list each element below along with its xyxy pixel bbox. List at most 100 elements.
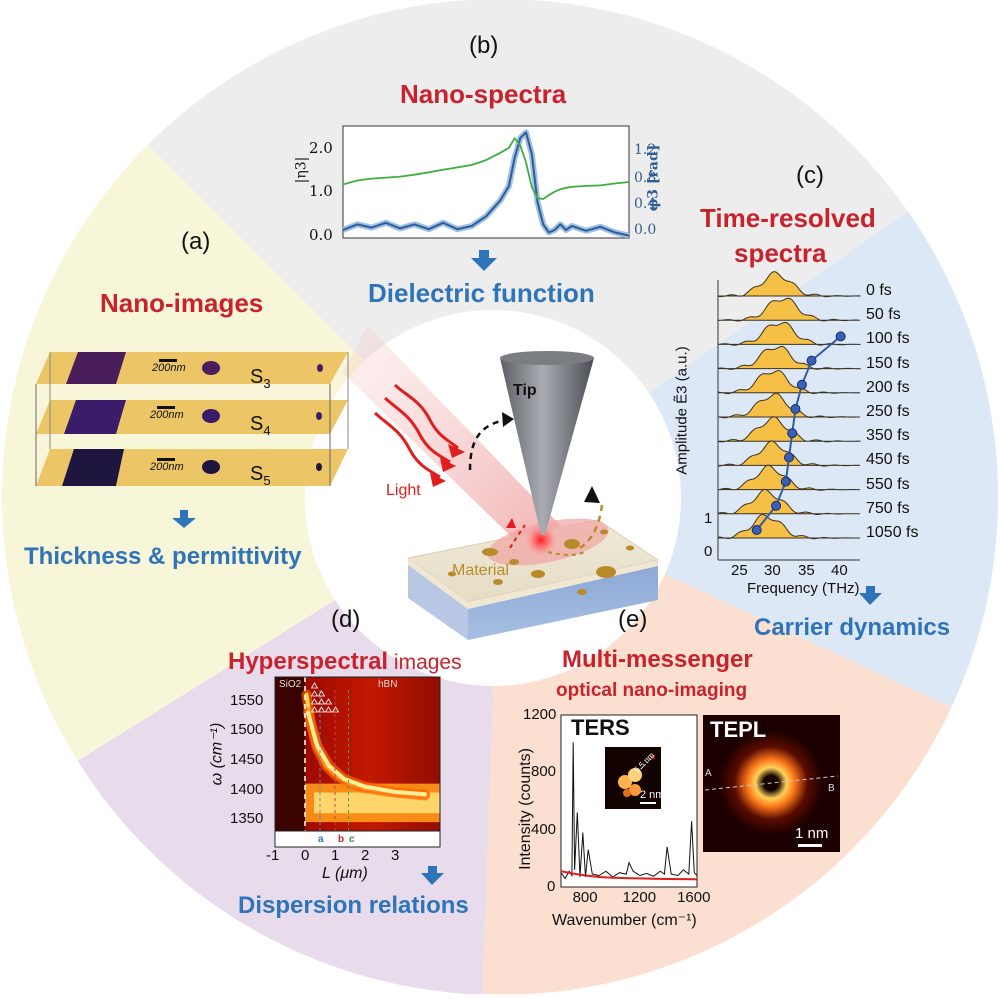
scatter-arrow-dark <box>468 418 506 471</box>
panel-e-x-tick: 800 <box>572 889 598 906</box>
panel-c-x-tick: 40 <box>831 562 848 579</box>
tepl-label: TEPL <box>710 717 767 742</box>
panel-e-title-line1: Multi-messenger <box>562 646 753 673</box>
panel-c-spectrum <box>717 297 861 322</box>
delay-label: 450 fs <box>866 451 910 469</box>
panel-b-arrow-head <box>471 258 497 271</box>
panel-d-x-tick: 0 <box>301 847 310 864</box>
surface-arrow <box>547 551 586 556</box>
panel-c-x-tick: 30 <box>764 562 781 579</box>
delay-label: 1050 fs <box>866 524 919 541</box>
near-field-arrow <box>509 524 526 549</box>
panel-e-x-tick: 1600 <box>677 889 711 906</box>
delay-label: 150 fs <box>866 354 910 372</box>
panel-d-letter: (d) <box>331 606 361 633</box>
panel-c-spectrum <box>717 346 861 370</box>
panel-c-spectrum <box>717 392 860 419</box>
panel-b-amplitude-line <box>343 137 629 200</box>
afm-tip-top <box>500 351 594 365</box>
panel-c-trend-point <box>796 379 807 390</box>
panel-a-letter: (a) <box>181 228 211 255</box>
region-label-hbn: hBN <box>378 679 398 690</box>
panel-b-chart <box>342 125 630 271</box>
tepl-point-b: B <box>828 783 835 794</box>
nano-image-s3 <box>36 352 348 384</box>
material-block-front <box>468 560 658 640</box>
wave-arrowhead-1 <box>448 444 465 458</box>
panel-c-trend-point <box>835 331 846 342</box>
panel-c-spectrum <box>717 488 860 515</box>
panel-b-left-tick: 1.0 <box>309 182 333 200</box>
panel-c-trend-point <box>784 452 794 463</box>
panel-d-y-tick: 1500 <box>230 721 264 739</box>
light-label: Light <box>386 482 421 499</box>
panel-c-trend-point <box>790 404 801 414</box>
panel-e-y-tick: 400 <box>531 820 557 838</box>
delay-label: 350 fs <box>866 427 910 445</box>
material-label: Material <box>452 562 509 579</box>
panel-d-triangle-marker <box>310 690 319 697</box>
panel-c-result: Carrier dynamics <box>754 614 951 641</box>
panel-d-triangle-marker <box>310 682 319 689</box>
panel-e-x-tick: 1200 <box>622 889 657 906</box>
panel-c-letter: (c) <box>796 162 824 189</box>
ters-inset-molecule <box>618 755 656 804</box>
sector-b <box>147 0 908 497</box>
layer-label-s5: S5 <box>250 463 271 488</box>
panel-c-trend-point <box>771 500 782 511</box>
panel-d-x-tick: 1 <box>331 847 340 864</box>
particle-arrow-gold <box>579 504 604 550</box>
panel-e-chart <box>560 714 840 888</box>
panel-c-y-tick: 0 <box>704 543 713 560</box>
scalebar-label-s5: 200nm <box>150 461 184 473</box>
panel-b-right-tick: 0.0 <box>634 222 657 238</box>
region-label-sio2: SiO2 <box>279 679 302 690</box>
panel-b-left-tick: 0.0 <box>309 226 333 244</box>
panel-d-y-tick: 1450 <box>230 750 264 768</box>
panel-c-spectrum <box>717 370 861 395</box>
panel-e-y-tick: 0 <box>547 878 556 895</box>
light-wave-1 <box>393 383 459 450</box>
nano-image-s4 <box>36 400 348 434</box>
near-field-hotspot <box>525 524 557 556</box>
marker-label-a: a <box>318 834 324 845</box>
panel-a-images <box>35 352 349 528</box>
delay-label: 550 fs <box>866 475 910 493</box>
panel-c-chart <box>717 271 882 605</box>
panel-e-title-line2: optical nano-imaging <box>556 680 748 701</box>
marker-label-c: c <box>349 834 355 845</box>
scalebar-label-s3: 200nm <box>152 362 186 374</box>
panel-c-trend-point <box>806 355 817 366</box>
delay-label: 200 fs <box>866 378 910 396</box>
panel-c-spectrum <box>717 321 861 346</box>
material-block-left <box>408 558 468 640</box>
panel-d-triangle-marker <box>317 690 326 697</box>
light-wave-3 <box>373 411 441 479</box>
tepl-scale: 1 nm <box>795 825 829 842</box>
ters-label: TERS <box>571 715 630 740</box>
panel-b-letter: (b) <box>469 32 499 59</box>
panel-d-x-tick: -1 <box>266 847 280 864</box>
panel-d-triangle-marker <box>324 698 333 705</box>
panel-d-sio2-region <box>275 677 305 831</box>
panel-d-triangle-marker <box>317 706 326 713</box>
layer-label-s4: S4 <box>250 413 271 438</box>
wave-arrowhead-3 <box>430 473 446 487</box>
scalebar-label-s4: 200nm <box>150 409 184 421</box>
panel-d-title: Hyperspectral images <box>228 648 462 675</box>
panel-b-arrow-stem <box>479 250 489 260</box>
panel-d-xlabel: L (μm) <box>322 865 368 882</box>
panel-d-result: Dispersion relations <box>238 892 469 919</box>
tip-label: Tip <box>513 382 537 399</box>
panel-d-y-tick: 1400 <box>230 780 264 798</box>
panel-c-arrow-head <box>859 593 882 605</box>
panel-d-triangle-marker <box>331 706 340 713</box>
delay-label: 100 fs <box>866 330 910 348</box>
panel-b-right-tick: 0.8 <box>634 170 657 186</box>
near-field-arrowhead <box>506 518 516 528</box>
panel-d-triangle-marker <box>310 706 319 713</box>
panel-d-axis-strip <box>274 830 441 848</box>
panel-e-ters-line <box>560 742 698 880</box>
